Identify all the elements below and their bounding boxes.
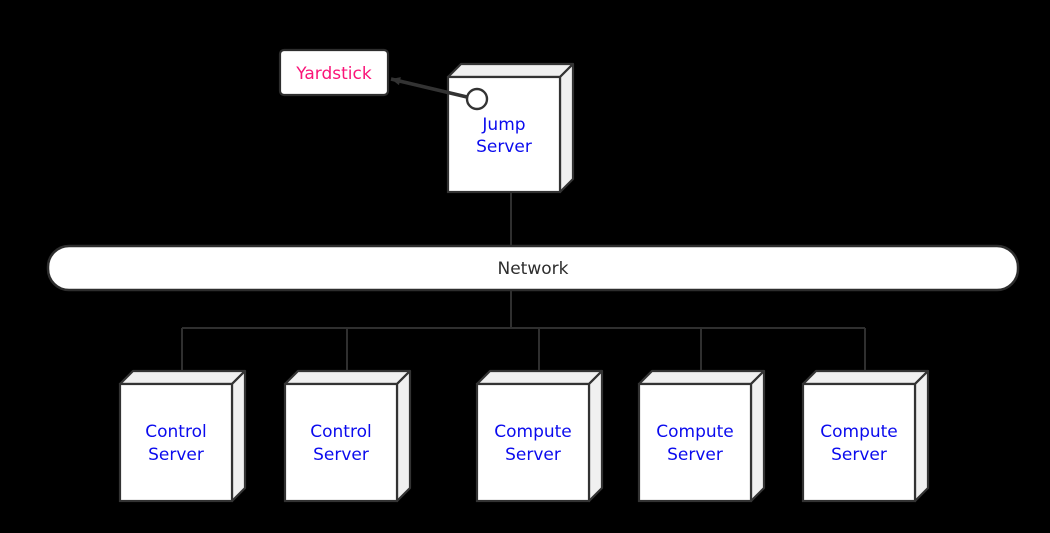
- compute-server-2-side-face: [749, 369, 766, 503]
- compute-server-3-label-line2: Server: [831, 445, 887, 465]
- jump-server-label-line2: Server: [476, 137, 532, 157]
- compute-server-1-front-face: [475, 382, 591, 503]
- compute-server-2-label-line1: Compute: [656, 422, 734, 442]
- jump-server-label-line1: Jump: [481, 115, 525, 135]
- compute-server-2-top-face: [637, 369, 766, 386]
- compute-server-3-front-face: [801, 382, 917, 503]
- jump-server-front-face: [446, 75, 562, 194]
- control-server-2-top-face: [283, 369, 412, 386]
- compute-server-1-label-line2: Server: [505, 445, 561, 465]
- control-server-2-label-line2: Server: [313, 445, 369, 465]
- jump-server-side-face: [558, 62, 575, 194]
- compute-server-3-side-face: [913, 369, 930, 503]
- jump-server-top-face: [446, 62, 575, 79]
- control-server-1-front-face: [118, 382, 234, 503]
- node-control-server-2: Control Server: [283, 369, 412, 503]
- yardstick-box: [278, 48, 390, 97]
- control-server-1-label-line2: Server: [148, 445, 204, 465]
- node-network: Network: [46, 244, 1020, 292]
- node-jump-server: Jump Server: [446, 62, 575, 194]
- compute-server-1-label-line1: Compute: [494, 422, 572, 442]
- compute-server-2-label-line2: Server: [667, 445, 723, 465]
- control-server-1-top-face: [118, 369, 247, 386]
- yardstick-connection: [390, 77, 489, 111]
- network-label: Network: [498, 259, 569, 279]
- node-compute-server-1: Compute Server: [475, 369, 604, 503]
- compute-server-1-side-face: [587, 369, 604, 503]
- compute-server-3-top-face: [801, 369, 930, 386]
- control-server-2-label-line1: Control: [310, 422, 371, 442]
- control-server-1-side-face: [230, 369, 247, 503]
- port-circle-icon: [465, 87, 489, 111]
- compute-server-1-top-face: [475, 369, 604, 386]
- yardstick-label: Yardstick: [295, 64, 372, 84]
- compute-server-3-label-line1: Compute: [820, 422, 898, 442]
- node-yardstick: Yardstick: [278, 48, 390, 97]
- compute-server-2-front-face: [637, 382, 753, 503]
- node-control-server-1: Control Server: [118, 369, 247, 503]
- control-server-2-side-face: [395, 369, 412, 503]
- network-bar: [46, 244, 1020, 292]
- control-server-2-front-face: [283, 382, 399, 503]
- node-compute-server-3: Compute Server: [801, 369, 930, 503]
- control-server-1-label-line1: Control: [145, 422, 206, 442]
- connector-links: [181, 185, 866, 380]
- arrow-to-yardstick-icon: [390, 77, 468, 99]
- node-compute-server-2: Compute Server: [637, 369, 766, 503]
